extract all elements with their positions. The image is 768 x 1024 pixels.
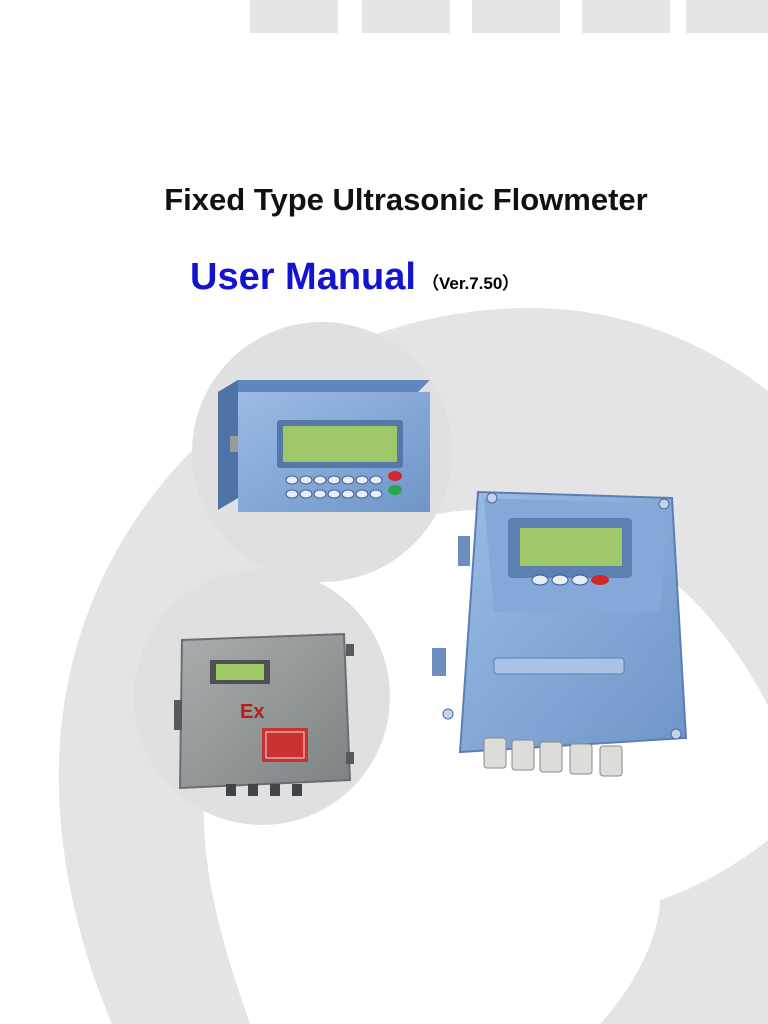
header-tab-2 [362, 0, 450, 33]
cover-subtitle: User Manual （Ver.7.50） [190, 256, 519, 299]
ex-mark: Ex [240, 701, 264, 723]
cover-title: Fixed Type Ultrasonic Flowmeter [164, 182, 648, 217]
header-tab-3 [472, 0, 560, 33]
header-tab-5 [686, 0, 768, 33]
version-label: （Ver.7.50） [421, 274, 520, 293]
panel-mount-flowmeter [218, 380, 430, 512]
wall-mount-flowmeter [432, 490, 688, 777]
explosion-proof-flowmeter: Ex [174, 632, 354, 796]
header-tab-1 [250, 0, 338, 33]
header-tab-4 [582, 0, 670, 33]
manual-label: User Manual [190, 256, 416, 298]
